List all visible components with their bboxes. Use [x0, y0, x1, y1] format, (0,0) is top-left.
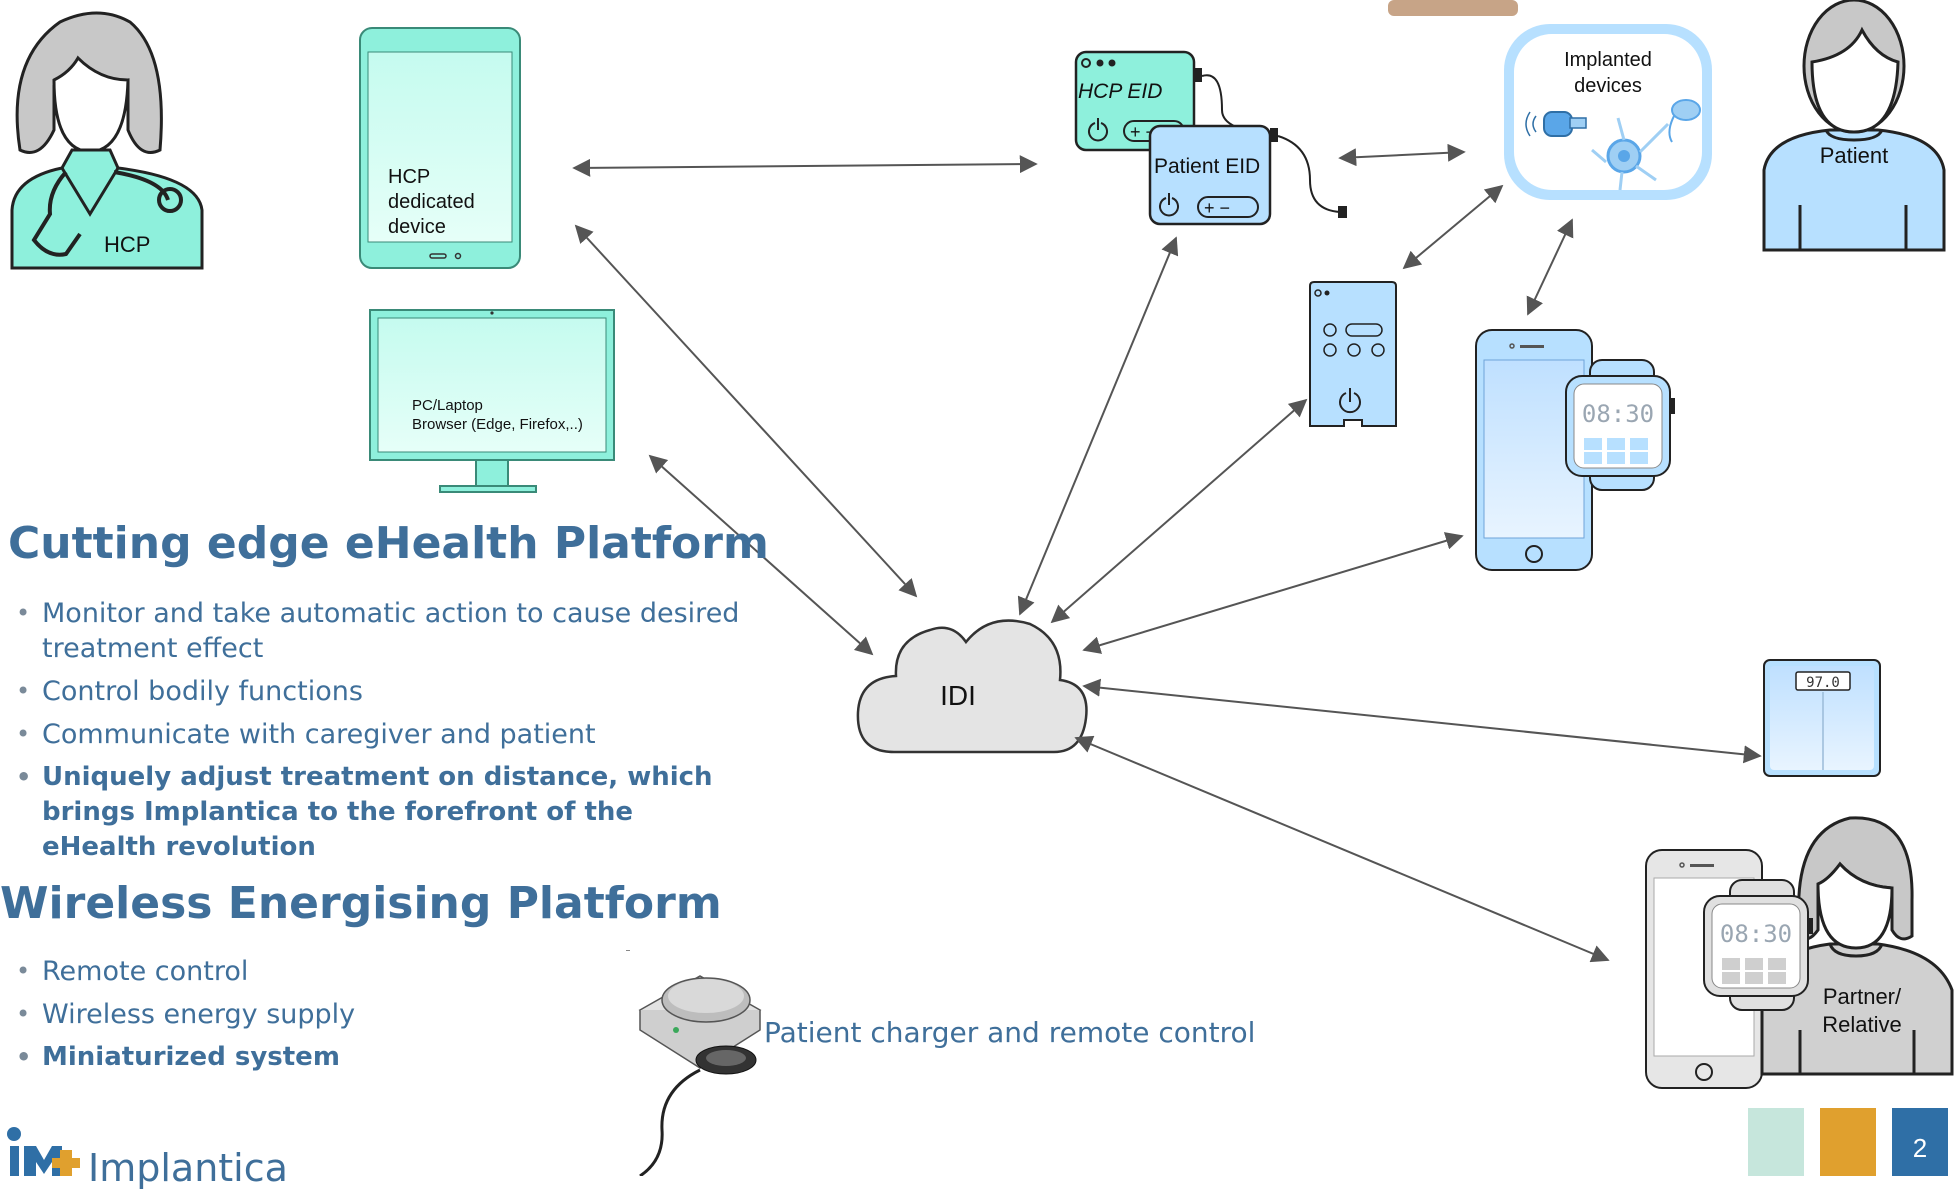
hcp-eid-device[interactable]: HCP EID + −: [1074, 50, 1202, 152]
implanted-devices[interactable]: Implanted devices: [1504, 24, 1712, 200]
patient-eid-plus-minus: + −: [1204, 198, 1230, 218]
hcp-figure: HCP: [10, 11, 204, 270]
partner-smartwatch[interactable]: 08:30: [1703, 879, 1813, 1011]
ehealth-bullet-list: Monitor and take automatic action to cau…: [8, 596, 748, 873]
energising-bullet: Miniaturized system: [8, 1040, 508, 1075]
hcp-label: HCP: [104, 232, 150, 257]
pump-icon: [1525, 111, 1587, 137]
arrow-phone-cloud: [1082, 532, 1464, 654]
energising-bullet: Wireless energy supply: [8, 997, 508, 1032]
idi-label: IDI: [940, 680, 976, 711]
page-number: 2: [1892, 1108, 1948, 1176]
patient-watch-time: 08:30: [1582, 400, 1654, 428]
patient-charger: [638, 975, 762, 1176]
scale-reading: 97.0: [1806, 675, 1840, 691]
arrow-partner-cloud: [1074, 735, 1610, 963]
ehealth-bullet: Uniquely adjust treatment on distance, w…: [8, 760, 748, 865]
partner-label-2: Relative: [1822, 1012, 1901, 1037]
patient-label: Patient: [1820, 143, 1889, 168]
hcp-tablet[interactable]: HCP dedicated device: [359, 27, 521, 269]
arrow-remote-cloud: [1050, 398, 1308, 624]
arrow-eid-implanted: [1338, 143, 1466, 167]
arrow-tablet-eid: [572, 155, 1038, 177]
pc-label-1: PC/Laptop: [412, 397, 483, 414]
tablet-label-1: HCP: [388, 166, 430, 188]
patient-eid-device[interactable]: Patient EID + −: [1148, 124, 1278, 226]
idi-cloud[interactable]: IDI: [856, 619, 1088, 754]
logo-text: Implantica: [88, 1146, 288, 1190]
pc-label-2: Browser (Edge, Firefox,..): [412, 416, 583, 433]
arrow-eid-cloud: [1017, 236, 1179, 616]
energising-heading: Wireless Energising Platform: [0, 878, 722, 929]
weight-scale[interactable]: 97.0: [1763, 659, 1881, 777]
cropped-photo: [1388, 0, 1518, 16]
footer-square-teal: [1748, 1108, 1804, 1176]
remote-control-device[interactable]: [1309, 281, 1397, 427]
tablet-label-2: dedicated: [388, 191, 475, 213]
charger-label: Patient charger and remote control: [764, 1016, 1256, 1049]
patient-smartwatch[interactable]: 08:30: [1565, 359, 1675, 491]
ehealth-heading: Cutting edge eHealth Platform: [8, 518, 769, 569]
stimulator-icon: [1591, 117, 1670, 191]
energising-bullet-list: Remote control Wireless energy supply Mi…: [8, 954, 508, 1083]
arrow-remote-implanted: [1402, 184, 1504, 270]
footer-square-orange: [1820, 1108, 1876, 1176]
partner-label-1: Partner/: [1823, 984, 1902, 1009]
sensor-icon: [1668, 99, 1701, 143]
patient-figure: Patient: [1762, 0, 1946, 252]
implanted-label-2: devices: [1574, 75, 1642, 97]
patient-eid-label: Patient EID: [1154, 155, 1260, 178]
ehealth-bullet: Communicate with caregiver and patient: [8, 717, 748, 752]
ehealth-bullet: Control bodily functions: [8, 674, 748, 709]
energising-bullet: Remote control: [8, 954, 508, 989]
partner-watch-time: 08:30: [1720, 920, 1792, 948]
implanted-label-1: Implanted: [1564, 49, 1652, 71]
implantica-logo: [7, 1127, 80, 1176]
pc-monitor[interactable]: PC/Laptop Browser (Edge, Firefox,..): [369, 309, 615, 493]
arrow-scale-cloud: [1082, 678, 1762, 764]
tablet-label-3: device: [388, 216, 446, 238]
hcp-eid-label: HCP EID: [1078, 80, 1162, 103]
partner-figure: Partner/ Relative: [1760, 816, 1954, 1076]
ehealth-bullet: Monitor and take automatic action to cau…: [8, 596, 748, 666]
arrow-pc-cloud: [648, 454, 874, 656]
arrow-phone-implanted: [1526, 218, 1574, 316]
